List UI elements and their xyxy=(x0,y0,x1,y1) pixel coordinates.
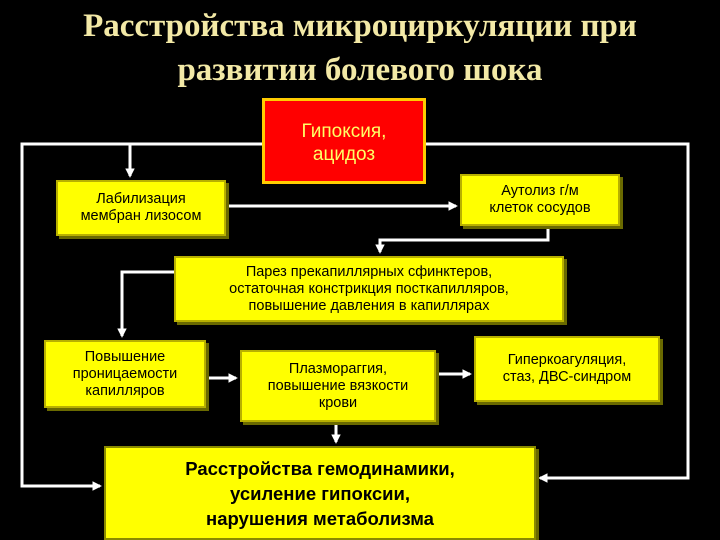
arrow-autolysis-to-paresis xyxy=(375,226,550,254)
autolysis-label: Аутолиз г/м клеток сосудов xyxy=(489,183,591,216)
hemodynamics-label: Расстройства гемодинамики, усиление гипо… xyxy=(185,457,455,529)
lysosome-label: Лабилизация мембран лизосом xyxy=(80,191,202,224)
arrow-hypoxia-right-loop xyxy=(426,142,690,483)
hypoxia-box: Гипоксия, ацидоз xyxy=(262,98,426,184)
paresis-box: Парез прекапиллярных сфинктеров, остаточ… xyxy=(174,256,564,322)
slide-title-line-1: Расстройства микроциркуляции при xyxy=(83,8,637,44)
permeability-label: Повышение проницаемости капилляров xyxy=(72,348,178,399)
plasmorrhagia-label: Плазмораггия, повышение вязкости крови xyxy=(267,360,409,411)
lysosome-box: Лабилизация мембран лизосом xyxy=(56,180,226,236)
plasmorrhagia-box: Плазмораггия, повышение вязкости крови xyxy=(240,350,436,422)
hypercoagulation-box: Гиперкоагуляция, стаз, ДВС-синдром xyxy=(474,336,660,402)
hypercoagulation-label: Гиперкоагуляция, стаз, ДВС-синдром xyxy=(502,352,632,385)
arrow-paresis-to-permeability xyxy=(117,270,174,338)
hemodynamics-box: Расстройства гемодинамики, усиление гипо… xyxy=(104,446,536,540)
paresis-label: Парез прекапиллярных сфинктеров, остаточ… xyxy=(229,263,509,314)
hypoxia-label: Гипоксия, ацидоз xyxy=(301,121,387,165)
autolysis-box: Аутолиз г/м клеток сосудов xyxy=(460,174,620,226)
arrow-hypoxia-left-loop xyxy=(20,142,262,491)
slide-title: Расстройства микроциркуляции при развити… xyxy=(0,4,720,92)
permeability-box: Повышение проницаемости капилляров xyxy=(44,340,206,408)
slide-title-line-2: развитии болевого шока xyxy=(177,52,543,88)
